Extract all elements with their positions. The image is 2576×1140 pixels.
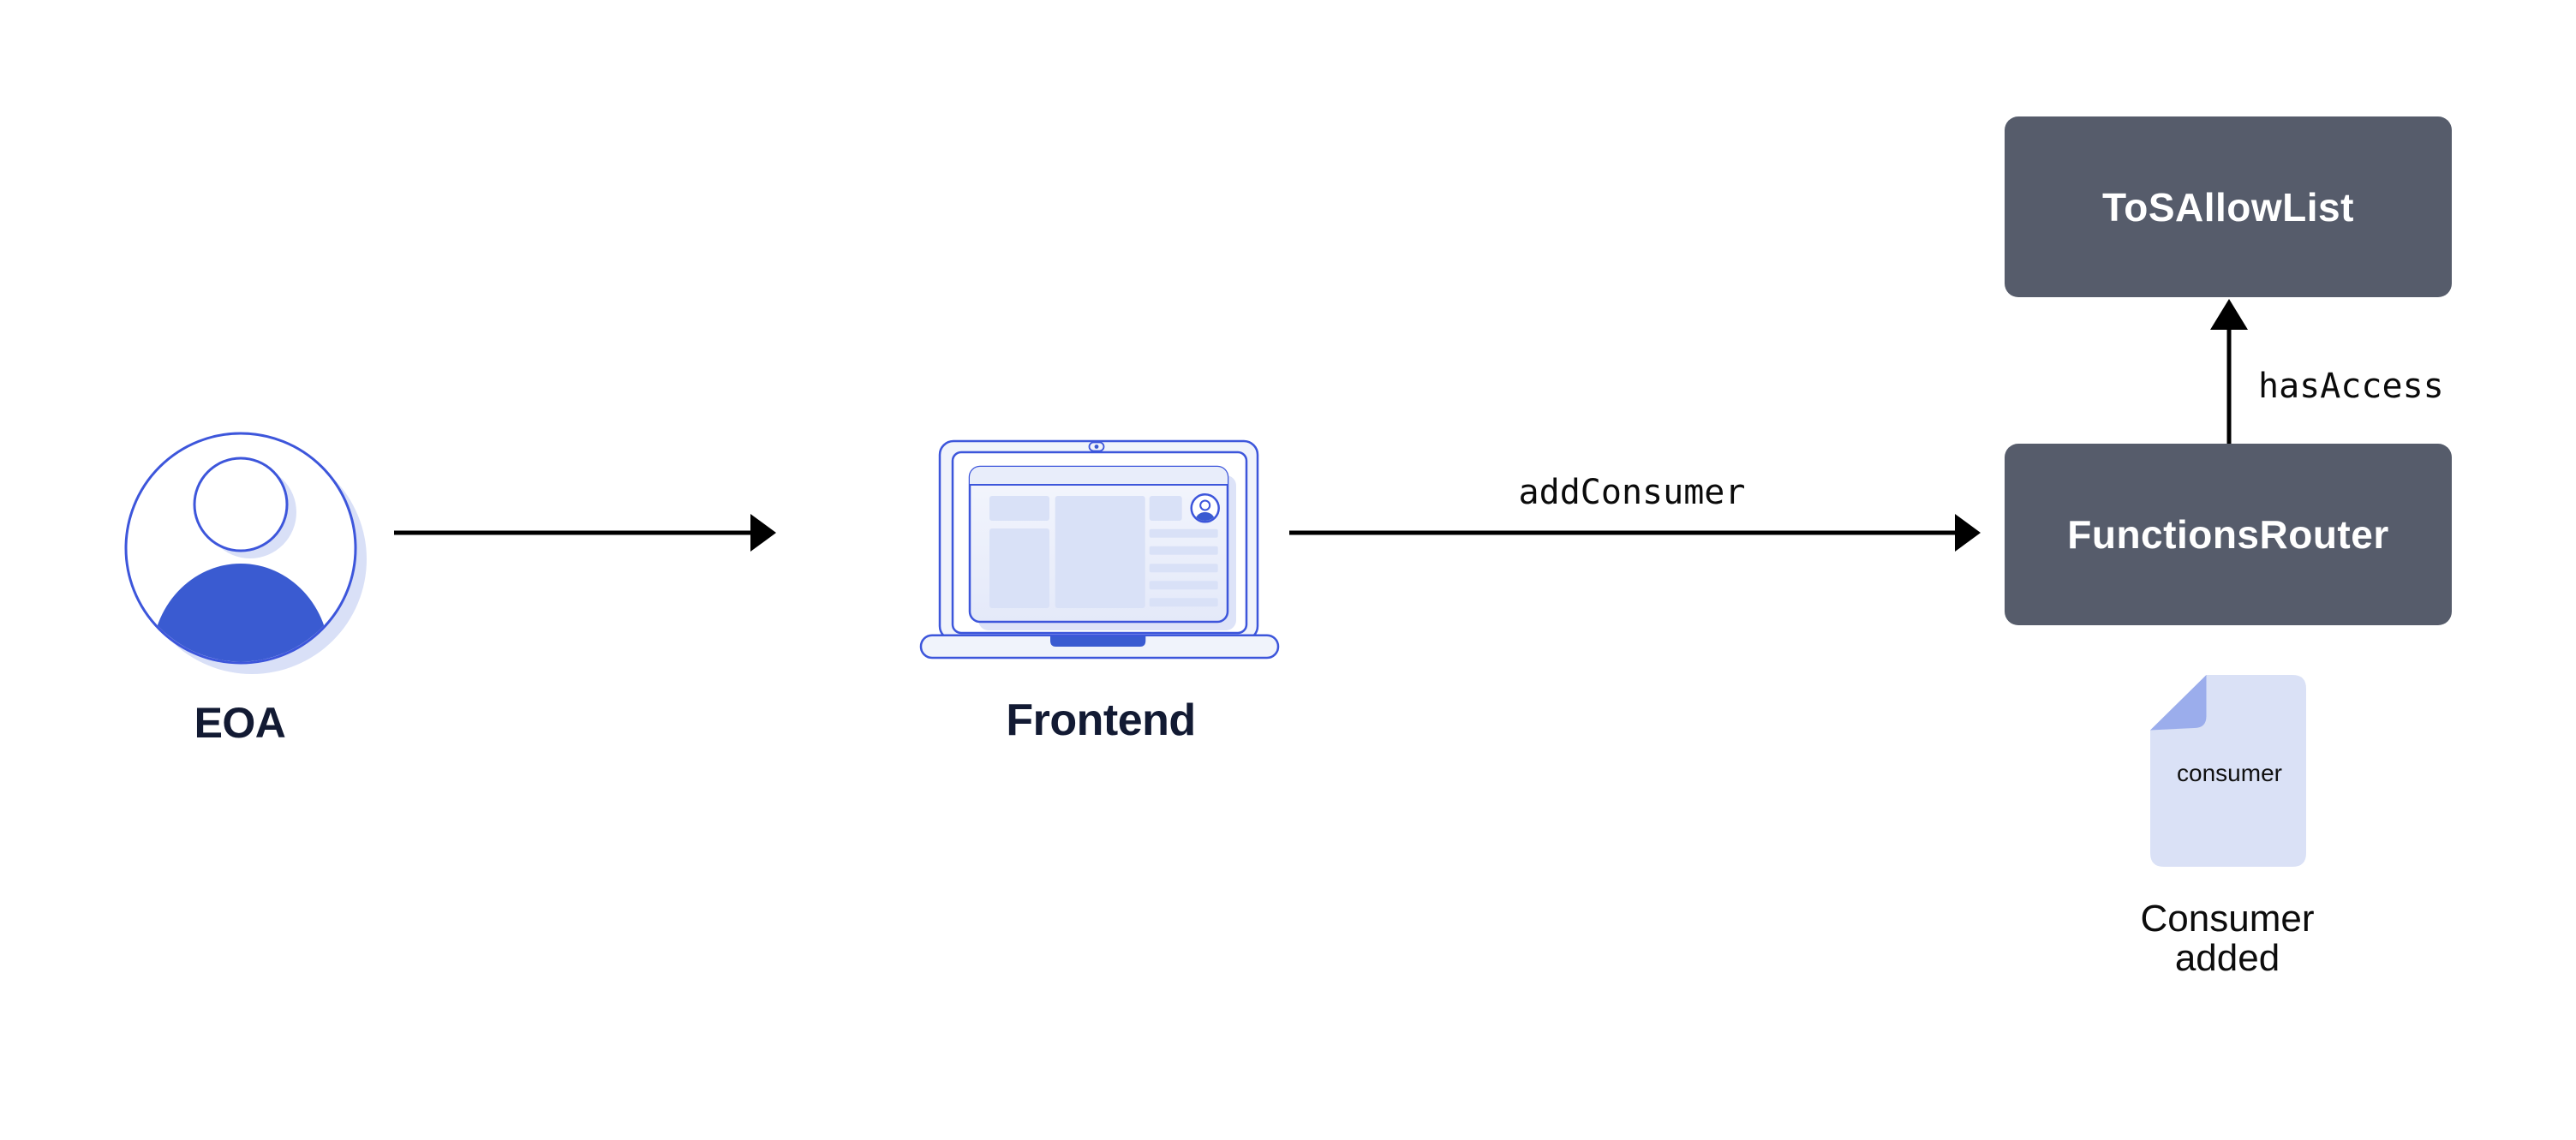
laptop-base-notch (1050, 636, 1146, 647)
arrowhead-up-icon (2210, 299, 2248, 330)
consumer-file-label: consumer (2177, 760, 2282, 786)
arrowhead-right-icon (1955, 514, 1981, 552)
addconsumer-edge-label: addConsumer (1518, 473, 1746, 512)
avatar-body (152, 564, 330, 662)
tosallowlist-node-label: ToSAllowList (2102, 184, 2354, 230)
file-folded-corner (2150, 675, 2207, 731)
browser-header (970, 467, 1228, 484)
avatar-head (193, 457, 289, 552)
hasaccess-edge-label: hasAccess (2258, 367, 2444, 406)
arrowhead-right-icon (750, 514, 776, 552)
consumer-added-caption: Consumer added (2140, 898, 2315, 979)
functionsrouter-node: FunctionsRouter (2005, 444, 2452, 625)
browser-user-avatar-icon (1190, 493, 1220, 523)
laptop-camera-icon (1088, 441, 1105, 452)
browser-content-blocks (989, 496, 1218, 608)
consumer-file-icon (2150, 675, 2306, 867)
eoa-node-label: EOA (194, 699, 286, 747)
frontend-node-label: Frontend (1006, 695, 1196, 745)
user-avatar-icon (124, 432, 367, 674)
arrow-frontend-to-functionsrouter (1289, 514, 1981, 552)
arrow-functionsrouter-to-tosallowlist (2210, 299, 2248, 444)
arrow-eoa-to-frontend (394, 514, 776, 552)
functionsrouter-node-label: FunctionsRouter (2067, 512, 2389, 557)
laptop-icon (919, 439, 1280, 660)
tosallowlist-node: ToSAllowList (2005, 116, 2452, 297)
